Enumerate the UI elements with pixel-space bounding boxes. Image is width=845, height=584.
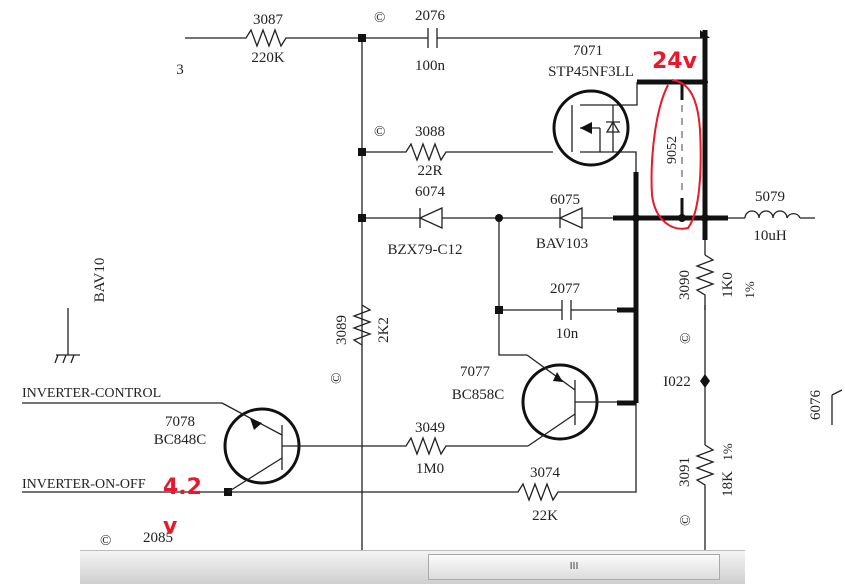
tol-3091: 1%	[720, 443, 735, 461]
resistor-3090	[695, 254, 715, 310]
value-7077: BC858C	[452, 387, 505, 403]
ref-2076: 2076	[415, 8, 446, 24]
partial-label-3: 3	[176, 62, 184, 78]
ref-7078: 7078	[165, 414, 195, 430]
svg-text:©: ©	[678, 515, 694, 526]
value-5079: 10uH	[753, 228, 787, 244]
value-3089: 2K2	[376, 317, 392, 343]
svg-text:©: ©	[329, 373, 345, 384]
copyright-marks: © © © © © ©	[100, 10, 694, 549]
testpoint-I022: I022	[663, 374, 691, 390]
resistors	[240, 28, 715, 502]
value-3088: 22R	[417, 163, 442, 179]
value-3074: 22K	[532, 508, 558, 524]
value-3049: 1M0	[416, 461, 444, 477]
scrollbar-thumb[interactable]: III	[428, 554, 720, 580]
diode-6075	[558, 206, 583, 230]
ref-6075: 6075	[550, 192, 580, 208]
scrollbar-grip: III	[569, 561, 579, 572]
svg-text:©: ©	[100, 533, 111, 549]
resistor-3087	[240, 28, 300, 48]
wires	[22, 30, 815, 550]
value-6075: BAV103	[536, 236, 588, 252]
ref-3049: 3049	[415, 420, 445, 436]
ref-7077: 7077	[460, 364, 491, 380]
resistor-3049	[400, 436, 460, 456]
value-7071: STP45NF3LL	[548, 64, 634, 80]
capacitor-2077	[561, 300, 572, 320]
transistor-7078	[221, 402, 301, 493]
ref-3091: 3091	[677, 457, 693, 487]
partial-label-bav: BAV10	[92, 258, 108, 303]
ref-3074: 3074	[530, 465, 561, 481]
svg-text:©: ©	[374, 124, 385, 140]
svg-text:©: ©	[678, 333, 694, 344]
transistor-7077	[521, 354, 617, 447]
capacitor-2076	[427, 28, 438, 48]
tol-3090: 1%	[742, 281, 757, 299]
annotations: 24v 4.2 v	[163, 49, 702, 539]
ref-3087: 3087	[253, 12, 284, 28]
resistor-3088	[400, 142, 460, 162]
ref-3089: 3089	[334, 315, 350, 345]
resistor-3089	[352, 304, 372, 346]
zener-diode-6074	[418, 206, 443, 230]
value-2076: 100n	[415, 58, 446, 74]
ref-5079: 5079	[755, 189, 785, 205]
svg-text:©: ©	[374, 10, 385, 26]
ref-2085: 2085	[143, 530, 173, 546]
ref-3090: 3090	[677, 270, 693, 300]
mosfet-7071	[552, 89, 630, 167]
diode-6076-partial	[831, 389, 843, 425]
ref-2077: 2077	[550, 281, 581, 297]
value-2077: 10n	[556, 326, 579, 342]
net-inverter-control: INVERTER-CONTROL	[22, 386, 161, 401]
horizontal-scrollbar[interactable]: III	[80, 550, 745, 584]
value-3090: 1K0	[720, 272, 736, 298]
resistor-3074	[512, 482, 572, 502]
net-inverter-on-off: INVERTER-ON-OFF	[22, 477, 146, 492]
value-7078: BC848C	[154, 432, 207, 448]
value-3087: 220K	[251, 50, 285, 66]
value-6074: BZX79-C12	[388, 242, 463, 258]
ref-9052: 9052	[665, 136, 680, 164]
resistor-3091	[695, 444, 715, 500]
voltage-24v: 24v	[652, 49, 698, 74]
inductor-5079	[744, 210, 801, 219]
ref-3088: 3088	[415, 124, 445, 140]
value-3091: 18K	[720, 471, 736, 497]
ref-6074: 6074	[415, 184, 446, 200]
ref-6076: 6076	[808, 390, 824, 421]
voltage-4.2: 4.2	[163, 475, 202, 500]
voltage-unit-v: v	[163, 514, 178, 539]
ref-7071: 7071	[573, 43, 603, 59]
